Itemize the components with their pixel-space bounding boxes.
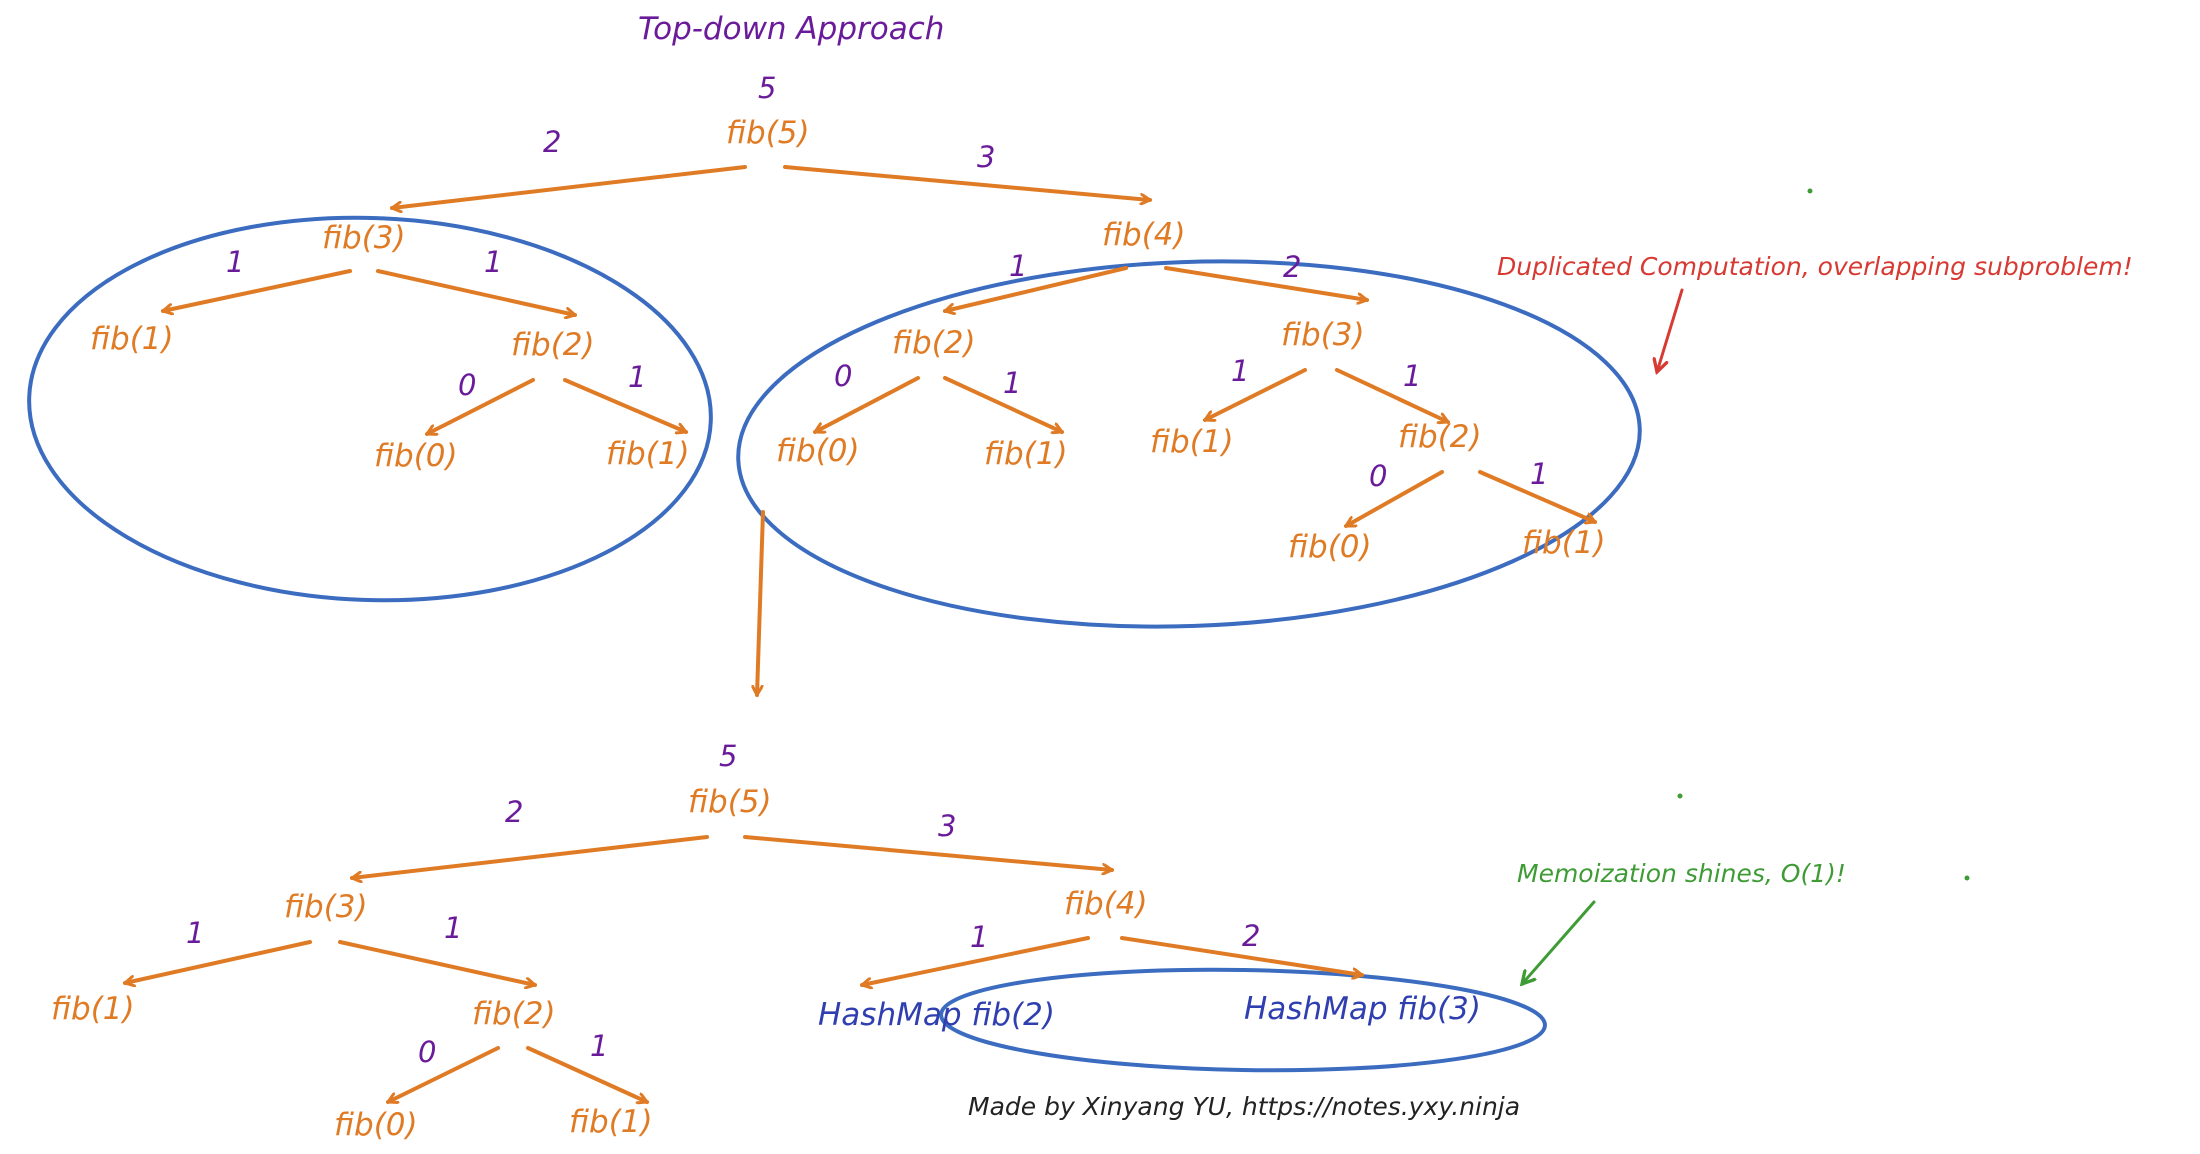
diagram-title: Top-down Approach	[638, 11, 945, 47]
transition-arrow	[757, 510, 765, 695]
tree-node: fib(4)	[1102, 217, 1186, 253]
edge-arrow	[1478, 470, 1595, 522]
edge-label: 0	[418, 1035, 437, 1069]
tree-node: fib(1)	[51, 991, 135, 1027]
tree-node: fib(2)	[472, 996, 556, 1032]
hashmap-ellipse	[939, 967, 1547, 1073]
edge-arrow	[526, 1046, 647, 1102]
edge-label: 2	[1283, 250, 1302, 284]
right-subtree-ellipse	[736, 259, 1642, 629]
edge-arrow	[783, 165, 1150, 200]
stray-dot	[1807, 188, 1813, 194]
author-credit: Made by Xinyang YU, https://notes.yxy.ni…	[968, 1092, 1521, 1121]
tree-node: fib(4)	[1064, 886, 1148, 922]
memoization-note: Memoization shines, O(1)!	[1517, 859, 1846, 888]
tree-node: fib(0)	[334, 1107, 418, 1143]
edge-arrow	[945, 266, 1128, 311]
edge-arrow	[743, 835, 1112, 870]
edge-label: 1	[444, 911, 463, 945]
root-value: 5	[719, 739, 738, 773]
edge-arrow	[392, 165, 747, 208]
tree-node: fib(0)	[374, 438, 458, 474]
tree-node: fib(5)	[688, 784, 772, 820]
edge-arrow	[125, 940, 312, 983]
edge-arrow	[563, 378, 686, 432]
duplicated-note-arrow	[1657, 288, 1684, 372]
edge-arrow	[376, 269, 575, 315]
edge-label: 1	[970, 920, 989, 954]
hashmap-lookup: HashMap fib(3)	[1244, 991, 1481, 1027]
edge-arrow	[1164, 266, 1367, 300]
edge-arrow	[1120, 936, 1362, 975]
edge-arrow	[427, 378, 535, 436]
tree-node: fib(1)	[606, 436, 690, 472]
tree-node: fib(2)	[1398, 419, 1482, 455]
tree-node: fib(2)	[511, 327, 595, 363]
tree-node: fib(5)	[726, 115, 810, 151]
edge-label: 1	[1009, 249, 1028, 283]
edge-label: 1	[1003, 366, 1022, 400]
edge-arrow	[815, 376, 920, 434]
edge-arrow	[338, 940, 535, 985]
edge-label: 3	[977, 140, 996, 174]
edge-label: 1	[1403, 359, 1422, 393]
edge-label: 1	[186, 916, 205, 950]
edge-arrow	[862, 936, 1090, 985]
edge-arrow	[352, 835, 709, 878]
left-subtree-ellipse	[27, 215, 713, 603]
edge-label: 0	[834, 359, 853, 393]
edge-label: 1	[1231, 354, 1250, 388]
edge-label: 2	[1242, 919, 1261, 953]
edge-label: 1	[590, 1029, 609, 1063]
edge-label: 2	[505, 795, 524, 829]
edge-label: 1	[226, 245, 245, 279]
tree-node: fib(0)	[776, 433, 860, 469]
edge-label: 1	[628, 360, 647, 394]
root-value: 5	[758, 71, 777, 105]
edge-label: 2	[543, 125, 562, 159]
duplicated-computation-note: Duplicated Computation, overlapping subp…	[1497, 252, 2133, 281]
tree-node: fib(1)	[984, 436, 1068, 472]
tree-node: fib(3)	[1281, 317, 1365, 353]
stray-dot	[1677, 793, 1683, 799]
tree-node: fib(3)	[322, 220, 406, 256]
tree-node: fib(1)	[1522, 525, 1606, 561]
edge-arrow	[1346, 470, 1444, 528]
edge-label: 1	[1530, 457, 1549, 491]
edge-arrow	[1205, 368, 1307, 422]
tree-node: fib(0)	[1288, 529, 1372, 565]
hashmap-lookup: HashMap fib(2)	[818, 997, 1055, 1033]
edge-label: 3	[938, 809, 957, 843]
tree-node: fib(1)	[569, 1104, 653, 1140]
edge-label: 1	[484, 245, 503, 279]
tree-node: fib(3)	[284, 889, 368, 925]
edge-arrow	[163, 269, 352, 311]
edge-label: 0	[458, 368, 477, 402]
edge-arrow	[388, 1046, 500, 1102]
tree-node: fib(1)	[1150, 424, 1234, 460]
edge-arrow	[1335, 368, 1448, 422]
stray-dot	[1964, 875, 1970, 881]
edge-arrow	[943, 376, 1062, 432]
memo-note-arrow	[1522, 900, 1596, 984]
edge-label: 0	[1369, 459, 1388, 493]
tree-node: fib(2)	[892, 325, 976, 361]
tree-node: fib(1)	[90, 321, 174, 357]
